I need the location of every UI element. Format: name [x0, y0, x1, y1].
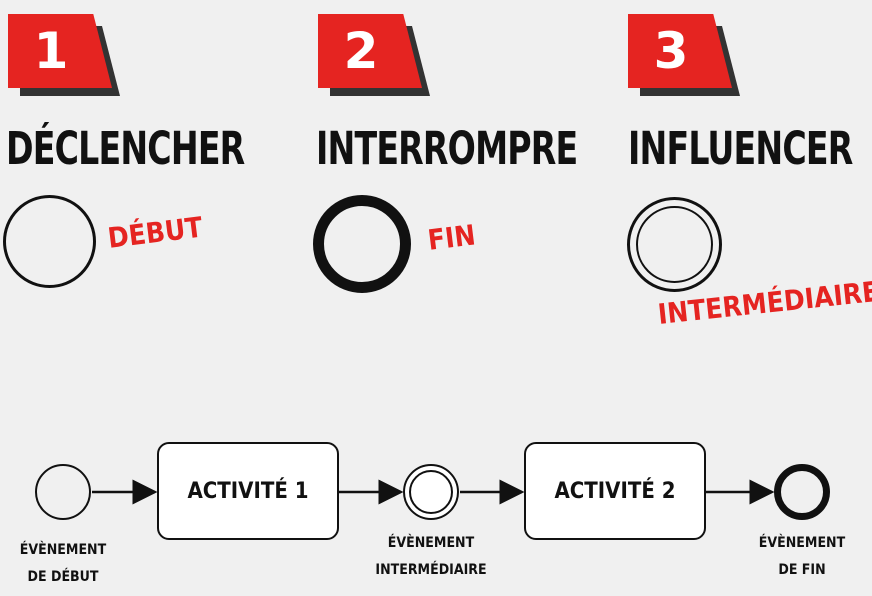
end-event-circle [313, 195, 411, 293]
intermediate-inner-ring [636, 206, 713, 283]
badge-number: 2 [343, 22, 379, 80]
caption-intermediate-event: ÉVÈNEMENT INTERMÉDIAIRE [375, 535, 487, 578]
flow-intermediate-inner-ring [409, 470, 453, 514]
heading-influencer: INFLUENCER [628, 122, 853, 175]
badge-1: 1 [8, 14, 128, 98]
start-event-circle [3, 195, 96, 288]
flow-intermediate-event [403, 464, 459, 520]
badge-2: 2 [318, 14, 438, 98]
badge-3: 3 [628, 14, 748, 98]
flow-start-event [35, 464, 91, 520]
flow-end-event [774, 464, 830, 520]
badge-number: 1 [33, 22, 69, 80]
heading-declencher: DÉCLENCHER [6, 122, 245, 175]
caption-start-event: ÉVÈNEMENT DE DÉBUT [19, 542, 107, 585]
intermediate-event-circle [627, 197, 722, 292]
heading-interrompre: INTERROMPRE [316, 122, 578, 175]
activity-1-box: ACTIVITÉ 1 [157, 442, 339, 540]
caption-end-event: ÉVÈNEMENT DE FIN [758, 535, 846, 578]
badge-number: 3 [653, 22, 689, 80]
activity-2-box: ACTIVITÉ 2 [524, 442, 706, 540]
